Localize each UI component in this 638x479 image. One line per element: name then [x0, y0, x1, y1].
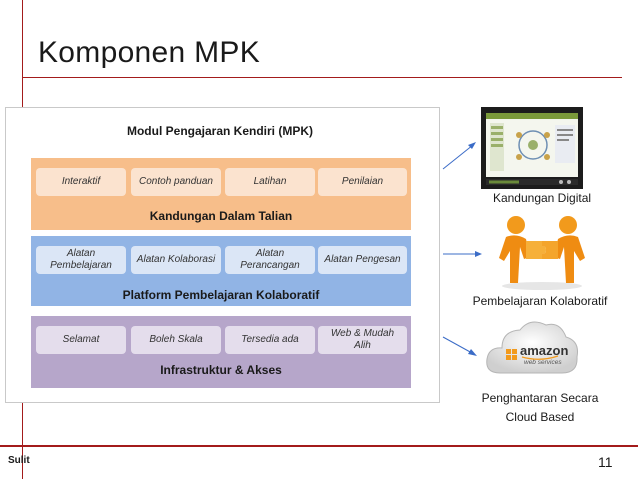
chip-selamat: Selamat	[36, 326, 126, 354]
layer-infrastruktur: Selamat Boleh Skala Tersedia ada Web & M…	[31, 316, 411, 388]
title-underline	[22, 77, 622, 78]
caption-pembelajaran-kolaboratif: Pembelajaran Kolaboratif	[472, 294, 608, 308]
aws-logo-subtext: web services	[524, 359, 562, 366]
chip-penilaian: Penilaian	[318, 168, 407, 196]
chip-latihan: Latihan	[225, 168, 315, 196]
chip-tersedia-ada: Tersedia ada	[225, 326, 315, 354]
chip-alatan-perancangan: Alatan Perancangan	[225, 246, 315, 274]
layer-label: Kandungan Dalam Talian	[149, 209, 293, 223]
chip-interaktif: Interaktif	[36, 168, 126, 196]
chip-alatan-pengesan: Alatan Pengesan	[318, 246, 407, 274]
arrow-to-digital	[442, 142, 476, 170]
chip-alatan-kolaborasi: Alatan Kolaborasi	[131, 246, 221, 274]
puzzle-people-icon	[499, 216, 585, 290]
layer-label: Infrastruktur & Akses	[160, 363, 282, 377]
caption-penghantaran-cloud: Penghantaran Secara Cloud Based	[481, 391, 599, 424]
footer-label: Sulit	[8, 455, 30, 466]
aws-logo-text: amazon	[520, 343, 568, 358]
arrow-to-cloud	[442, 336, 477, 356]
arrow-to-kolaboratif	[443, 251, 482, 257]
diagram-title: Modul Pengajaran Kendiri (MPK)	[126, 124, 313, 138]
chip-alatan-pembelajaran: Alatan Pembelajaran	[36, 246, 126, 274]
amazon-web-services-cloud-icon: amazon web services	[486, 321, 578, 374]
layer-platform: Alatan Pembelajaran Alatan Kolaborasi Al…	[31, 236, 411, 306]
page-number: 11	[598, 454, 613, 470]
slide-title: Komponen MPK	[38, 36, 261, 69]
footer-divider	[0, 445, 638, 447]
caption-kandungan-digital: Kandungan Digital	[492, 191, 592, 205]
chip-contoh-panduan: Contoh panduan	[131, 168, 221, 196]
layer-label: Platform Pembelajaran Kolaboratif	[122, 288, 320, 302]
chip-web-mudah-alih: Web & Mudah Alih	[318, 326, 407, 354]
layer-kandungan: Interaktif Contoh panduan Latihan Penila…	[31, 158, 411, 230]
screen-thumbnail-icon	[481, 107, 583, 189]
chip-boleh-skala: Boleh Skala	[131, 326, 221, 354]
